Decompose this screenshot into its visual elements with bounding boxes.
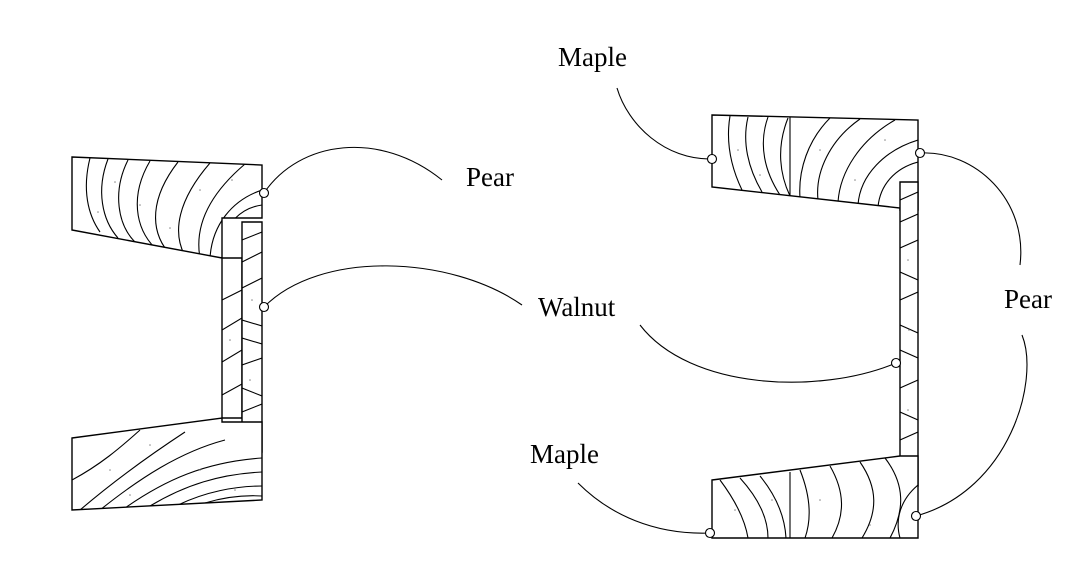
marker-maple-bottom <box>704 527 716 539</box>
marker-walnut-right <box>890 357 902 369</box>
leader-markers <box>258 147 926 539</box>
marker-maple-top <box>706 153 718 165</box>
label-maple-top: Maple <box>558 42 627 72</box>
leader-walnut-left <box>263 265 523 308</box>
left-inner-strip <box>221 257 243 419</box>
marker-pear-right-lower <box>910 510 922 522</box>
right-bottom-grain <box>719 457 918 538</box>
left-profile <box>71 156 263 511</box>
right-profile <box>711 114 919 539</box>
label-walnut: Walnut <box>538 292 616 322</box>
leader-pear-right-upper <box>919 152 1022 266</box>
leader-walnut-right <box>639 324 897 383</box>
leader-maple-bottom <box>577 482 711 534</box>
label-pear-right: Pear <box>1004 284 1052 314</box>
right-walnut-strip <box>899 181 919 487</box>
right-bottom-piece <box>711 455 919 539</box>
leader-pear-right-lower <box>915 334 1028 517</box>
label-pear-left: Pear <box>466 162 514 192</box>
left-stipple <box>97 179 253 496</box>
marker-pear-right-upper <box>914 147 926 159</box>
label-maple-bottom: Maple <box>530 439 599 469</box>
leader-maple-top <box>616 87 713 160</box>
leader-pear-left <box>263 146 443 194</box>
marker-pear-left <box>258 187 270 199</box>
right-stipple <box>734 139 910 526</box>
left-bottom-grain <box>72 429 262 510</box>
marker-walnut-left <box>258 301 270 313</box>
right-top-grain <box>727 115 918 208</box>
right-top-piece <box>711 114 919 211</box>
left-top-pear-piece <box>71 156 263 259</box>
leader-lines <box>263 87 1028 534</box>
